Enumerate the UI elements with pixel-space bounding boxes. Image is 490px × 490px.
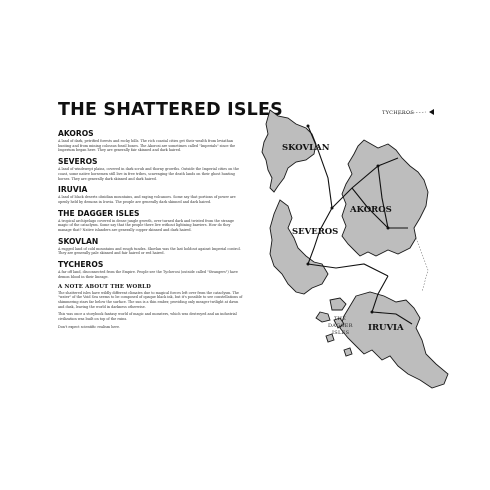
- map-label-iruvia: IRUVIA: [368, 323, 404, 333]
- road: [371, 311, 413, 325]
- settlement-marker: [370, 310, 374, 314]
- dagger-isle: [325, 333, 335, 343]
- region-dagger-isles: THE DAGGER ISLES A tropical archipelago …: [58, 209, 244, 233]
- dagger-isle: [343, 347, 353, 357]
- map-label-tycheros: TYCHEROS: [382, 110, 414, 116]
- region-description: A land of windswept plains, covered in d…: [58, 167, 239, 181]
- settlement-marker: [376, 164, 380, 168]
- landmass-severos: [269, 199, 329, 295]
- settlement-marker: [306, 262, 310, 266]
- region-skovlan: SKOVLAN A rugged land of cold mountains …: [58, 237, 244, 256]
- region-iruvia: IRUVIA A land of black deserts obsidian …: [58, 185, 244, 204]
- map-label-dagger-isles: THE: [334, 316, 346, 322]
- landmasses: [261, 109, 449, 389]
- map-label-dagger-isles: DAGGER: [328, 323, 353, 329]
- road: [307, 263, 389, 277]
- region-severos: SEVEROS A land of windswept plains, cove…: [58, 157, 244, 181]
- settlement-marker: [386, 226, 390, 230]
- region-description: A far off land, disconnected from the Em…: [58, 270, 238, 279]
- region-description: A tropical archipelago covered in dense …: [58, 218, 235, 233]
- region-description: A land of dark, petrified forests and ro…: [58, 139, 236, 153]
- map-label-dagger-isles: ISLES: [332, 330, 350, 336]
- roads: [307, 125, 413, 325]
- route-markers: [397, 111, 429, 293]
- region-heading: SKOVLAN: [58, 236, 99, 246]
- region-heading: AKOROS: [58, 129, 94, 138]
- region-tycheros: TYCHEROS A far off land, disconnected fr…: [58, 260, 244, 279]
- note-heading: A NOTE ABOUT THE WORLD: [58, 283, 151, 290]
- road: [377, 165, 389, 229]
- road: [371, 275, 389, 313]
- dagger-isle: [329, 297, 347, 311]
- road: [331, 157, 399, 209]
- region-akoros: AKOROS A land of dark, petrified forests…: [58, 129, 244, 153]
- road: [307, 207, 333, 265]
- region-description: A rugged land of cold mountains and roug…: [58, 246, 241, 256]
- dagger-isle: [315, 311, 331, 323]
- region-heading: IRUVIA: [58, 185, 88, 195]
- sea-route: [415, 237, 429, 293]
- road: [351, 187, 408, 229]
- landmass-akoros: [341, 139, 429, 257]
- text-column: THE SHATTERED ISLES AKOROS A land of dar…: [58, 100, 283, 332]
- note-paragraph: The shattered isles have wildly differen…: [58, 290, 243, 309]
- road: [307, 125, 333, 209]
- region-heading: TYCHEROS: [58, 260, 104, 270]
- settlements: [306, 124, 390, 314]
- landmass-skovlan: [261, 109, 317, 193]
- landmass-iruvia: [339, 291, 449, 389]
- place-names: TYCHEROS SKOVLAN AKOROS SEVEROS IRUVIA T…: [282, 109, 434, 336]
- note-paragraph: This was once a storybook fantasy world …: [58, 312, 237, 322]
- map-label-severos: SEVEROS: [292, 227, 338, 237]
- region-description: A land of black deserts obsidian mountai…: [58, 195, 236, 204]
- dagger-isle: [333, 317, 345, 329]
- page-title: THE SHATTERED ISLES: [58, 100, 283, 120]
- map-label-akoros: AKOROS: [349, 205, 392, 215]
- settlement-marker: [306, 124, 310, 128]
- tycheros-arrow-icon: [429, 109, 434, 115]
- settlement-marker: [330, 206, 334, 210]
- region-heading: SEVEROS: [58, 157, 98, 167]
- world-map: TYCHEROS SKOVLAN AKOROS SEVEROS IRUVIA T…: [261, 109, 449, 389]
- region-heading: THE DAGGER ISLES: [58, 208, 140, 218]
- map-label-skovlan: SKOVLAN: [282, 143, 330, 153]
- note-paragraph: Don't expect scientific realism here.: [58, 324, 121, 329]
